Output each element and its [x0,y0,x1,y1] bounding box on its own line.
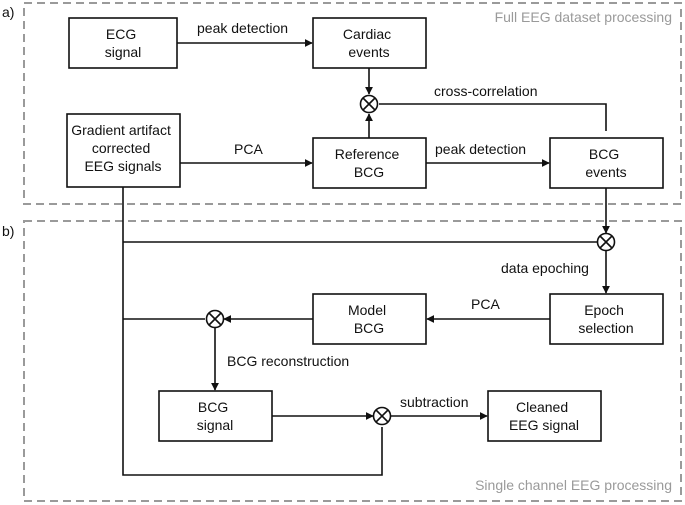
panel-a-title: Full EEG dataset processing [495,9,672,25]
pca-label-1: PCA [234,141,263,157]
bcg-events-label: BCG events [585,146,626,180]
panel-b-border [23,220,682,502]
ecg-signal-box [68,17,178,69]
cardiac-events-label: Cardiac events [343,26,395,60]
panel-a: a) Full EEG dataset processing [2,2,682,205]
combine-node-epoching [596,232,616,252]
circle-times-icon [372,406,392,426]
bcg-events-box [549,137,664,189]
combine-node-cross-correlation [359,94,379,114]
combine-node-subtraction [372,406,392,426]
peak-detection-label-1: peak detection [197,20,288,36]
bcg-signal-box [158,390,273,442]
panel-a-border [23,2,682,205]
epoch-selection-box [549,293,664,345]
cleaned-eeg-label: Cleaned EEG signal [509,399,579,433]
ecg-signal-label: ECG signal [105,26,142,60]
gradient-corrected-eeg-label: Gradient artifact corrected EEG signals [71,122,175,174]
panel-b-label: b) [2,223,14,239]
bcg-reconstruction-label: BCG reconstruction [227,353,349,369]
model-bcg-label: Model BCG [348,302,390,336]
model-bcg-box [312,293,427,345]
peak-detection-label-2: peak detection [435,141,526,157]
reference-bcg-label: Reference BCG [335,146,403,180]
cleaned-eeg-box [487,390,602,442]
epoch-selection-label: Epoch selection [578,302,633,336]
subtraction-label: subtraction [400,394,468,410]
panel-b: b) Single channel EEG processing [2,220,682,502]
data-epoching-label: data epoching [501,260,589,276]
bcg-signal-label: BCG signal [197,399,234,433]
cardiac-events-box [312,17,427,69]
circle-times-icon [596,232,616,252]
circle-times-icon [359,94,379,114]
cross-correlation-label: cross-correlation [434,83,537,99]
circle-times-icon [205,309,225,329]
eeg-to-subtraction-line [122,187,383,476]
combine-node-reconstruction [205,309,225,329]
pca-label-2: PCA [471,296,500,312]
cross-correlation-line [379,103,607,131]
gradient-corrected-eeg-box [66,113,181,188]
panel-a-label: a) [2,4,14,20]
panel-b-title: Single channel EEG processing [475,477,672,493]
